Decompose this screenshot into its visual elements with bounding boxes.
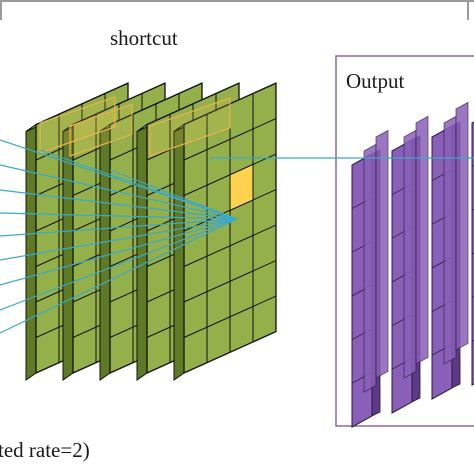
output-slab-back [403, 129, 417, 379]
connection-line [0, 164, 238, 220]
connection-line [0, 218, 238, 261]
connection-line [109, 169, 238, 220]
connection-line [0, 218, 238, 334]
receptive-field-boxes [39, 95, 231, 157]
output-slab-back [375, 129, 389, 379]
input-grid-hline [183, 118, 277, 161]
connection-line [0, 218, 238, 286]
connection-line [39, 149, 238, 220]
connection-line [0, 189, 238, 220]
connection-line [0, 218, 238, 311]
output-slab-back [415, 115, 429, 365]
output-frame [335, 55, 474, 427]
output-feature-maps [351, 101, 474, 428]
input-grid-hline [183, 224, 277, 267]
output-label: Output [346, 69, 405, 93]
receptive-field-box [39, 95, 116, 154]
input-layer-side [136, 123, 148, 381]
connection-line [0, 218, 238, 237]
connection-line [0, 212, 238, 220]
output-slab-back [455, 101, 469, 351]
input-layer-side [25, 123, 37, 381]
connection-line [0, 139, 238, 220]
shortcut-label: shortcut [110, 26, 178, 50]
connection-lines [0, 139, 474, 334]
output-slab-back [363, 143, 377, 393]
receptive-field-box [69, 103, 133, 157]
input-layer-5 [173, 82, 277, 381]
highlighted-cell [229, 163, 254, 212]
input-feature-maps [25, 82, 277, 381]
input-grid-hline [183, 260, 277, 303]
output-slab-back [443, 115, 457, 365]
receptive-field-box [149, 97, 231, 157]
input-layer-side [99, 123, 111, 381]
caption-label: ted rate=2) [0, 438, 90, 462]
input-layer-side [173, 123, 185, 381]
input-grid-hline [183, 295, 277, 338]
